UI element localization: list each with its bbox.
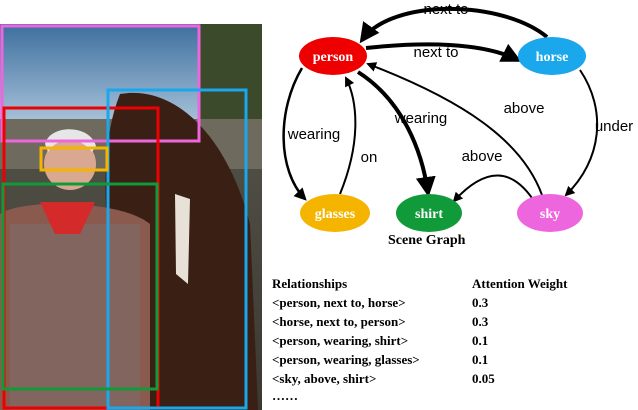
edge-horse-person <box>359 6 549 44</box>
edge-label: above <box>504 100 545 117</box>
relationship-cell: <person, next to, horse> <box>272 294 406 310</box>
relationship-cell: <person, wearing, shirt> <box>272 332 409 348</box>
scene-photo <box>0 24 262 410</box>
relationship-cell: <horse, next to, person> <box>272 313 406 329</box>
node-label-person: person <box>313 50 354 65</box>
node-label-shirt: shirt <box>415 207 443 222</box>
table-ellipsis: …… <box>272 388 298 403</box>
relationship-table: Relationships Attention Weight <person, … <box>272 274 632 407</box>
edge-sky-person <box>366 62 543 196</box>
node-sky <box>517 194 583 232</box>
edge-label: wearing <box>394 110 448 127</box>
weight-cell: 0.3 <box>472 294 489 310</box>
node-label-horse: horse <box>536 50 569 65</box>
table-row: <person, next to, horse> 0.3 <box>272 293 632 312</box>
node-label-sky: sky <box>540 207 560 222</box>
header-weight: Attention Weight <box>472 275 568 291</box>
edge-label: under <box>595 118 633 135</box>
edge-label: on <box>361 149 378 166</box>
edge-label: next to <box>413 44 458 61</box>
weight-cell: 0.1 <box>472 332 489 348</box>
node-label-glasses: glasses <box>315 207 356 222</box>
node-shirt <box>396 194 462 232</box>
horse-box <box>106 88 248 410</box>
table-row: <horse, next to, person> 0.3 <box>272 312 632 331</box>
edge-person-shirt <box>356 70 436 197</box>
graph-caption: Scene Graph <box>388 233 466 248</box>
scene-graph: person horse glasses shirt sky next to next t… <box>282 1 633 232</box>
relationship-cell: <sky, above, shirt> <box>272 370 377 386</box>
shirt-box <box>1 182 159 391</box>
edge-person-horse <box>365 42 522 62</box>
table-header: Relationships Attention Weight <box>272 274 632 293</box>
sky-box <box>0 24 201 143</box>
edge-glasses-person <box>339 76 357 195</box>
glasses-box <box>39 146 109 172</box>
node-glasses <box>300 194 370 232</box>
weight-cell: 0.1 <box>472 351 489 367</box>
relationship-cell: <person, wearing, glasses> <box>272 351 420 367</box>
table-row: <sky, above, shirt> 0.05 <box>272 369 632 388</box>
edge-label: next to <box>423 1 468 18</box>
weight-cell: 0.05 <box>472 370 495 386</box>
table-row: <person, wearing, glasses> 0.1 <box>272 350 632 369</box>
weight-cell: 0.3 <box>472 313 489 329</box>
node-person <box>299 37 367 75</box>
edge-horse-sky <box>564 69 599 197</box>
edge-sky-shirt <box>452 174 533 203</box>
edge-label: above <box>462 148 503 165</box>
edge-person-glasses <box>282 67 307 201</box>
table-row: <person, wearing, shirt> 0.1 <box>272 331 632 350</box>
node-horse <box>518 37 586 75</box>
edge-label: wearing <box>287 126 341 143</box>
header-relationship: Relationships <box>272 275 348 291</box>
